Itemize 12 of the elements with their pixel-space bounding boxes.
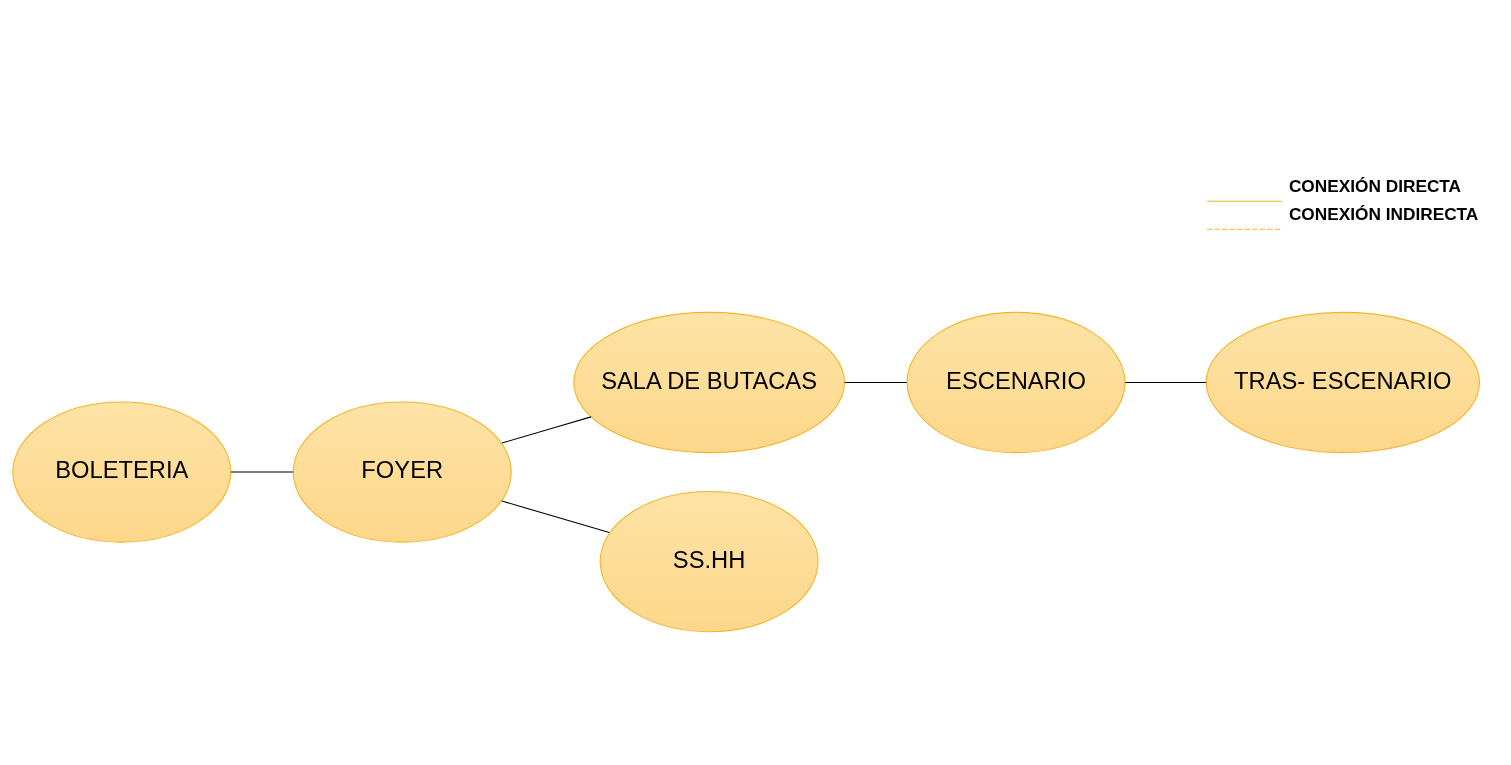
legend-label: CONEXIÓN DIRECTA — [1288, 176, 1462, 197]
connector — [501, 416, 592, 444]
node-ellipse: FOYER — [292, 401, 512, 543]
connector — [844, 381, 908, 384]
node-ellipse: ESCENARIO — [906, 311, 1126, 454]
node-ellipse: SALA DE BUTACAS — [573, 311, 845, 454]
node-ellipse: BOLETERIA — [12, 401, 232, 543]
legend-label: CONEXIÓN INDIRECTA — [1288, 204, 1479, 225]
node-ellipse: TRAS- ESCENARIO — [1205, 311, 1480, 454]
connector — [501, 500, 610, 534]
connector — [1124, 381, 1207, 384]
node-ellipse: SS.HH — [599, 490, 819, 633]
